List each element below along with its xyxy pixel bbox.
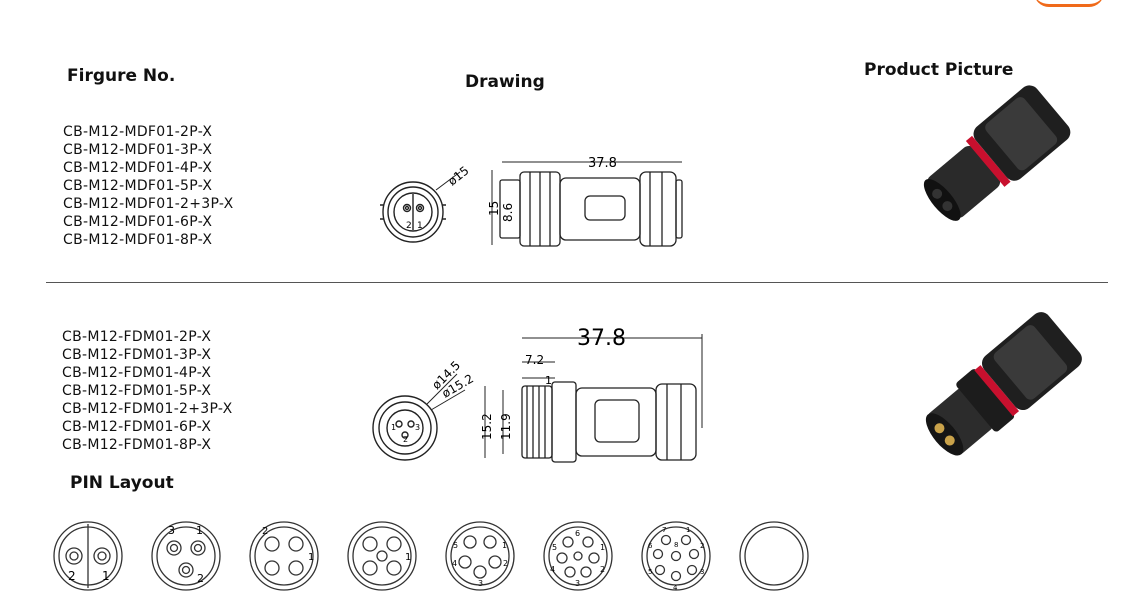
pin-label: 5 — [453, 541, 458, 550]
pin-label: 1 — [196, 524, 203, 537]
part-number: CB-M12-FDM01-2+3P-X — [62, 401, 233, 417]
side-view-mdf — [491, 161, 683, 247]
pin-label: 3 — [168, 524, 175, 537]
brand-accent-mark — [1034, 0, 1104, 7]
pin-label: 1 — [405, 552, 411, 563]
pin-label: 6 — [648, 542, 653, 550]
pin-label: 2 — [197, 572, 204, 585]
pin-label: 6 — [575, 529, 580, 538]
part-number: CB-M12-FDM01-6P-X — [62, 419, 212, 435]
pin-label: 2 — [403, 435, 408, 444]
part-number: CB-M12-MDF01-2P-X — [63, 124, 213, 140]
pin-label: 3 — [415, 423, 420, 432]
part-number: CB-M12-FDM01-8P-X — [62, 437, 212, 453]
pin-label: 3 — [478, 579, 483, 588]
pin-label: 4 — [673, 584, 678, 592]
pin-label: 3 — [575, 579, 580, 588]
pin-layout-blank — [739, 521, 809, 591]
header-figure-no: Firgure No. — [67, 66, 176, 86]
dim-height-outer: 15.2 — [480, 413, 494, 440]
part-number: CB-M12-FDM01-5P-X — [62, 383, 212, 399]
pin-label: 5 — [648, 568, 652, 576]
header-product-picture: Product Picture — [864, 60, 1014, 80]
dim-step: 1 — [545, 374, 552, 387]
drawing-fdm: 1 2 3 ø14.5 ø15.2 37.8 7.2 1 15.2 11.9 — [372, 326, 703, 463]
part-number: CB-M12-MDF01-2+3P-X — [63, 196, 234, 212]
dim-front-dia: ø15 — [445, 163, 471, 188]
product-image-mdf — [923, 85, 1071, 221]
dim-thread-length: 7.2 — [525, 353, 544, 367]
pin-layout-8p — [641, 521, 711, 591]
pin-label: 1 — [600, 543, 605, 552]
part-number: CB-M12-MDF01-3P-X — [63, 142, 213, 158]
pin-label: 8 — [674, 541, 678, 549]
header-drawing: Drawing — [465, 72, 545, 92]
pin-label: 3 — [700, 568, 704, 576]
pin-label: 5 — [552, 543, 557, 552]
part-number: CB-M12-MDF01-6P-X — [63, 214, 213, 230]
pin-label: 1 — [502, 541, 507, 550]
pin-label: 2 — [503, 559, 508, 568]
dim-height-inner: 11.9 — [499, 413, 513, 440]
pin-label: 2 — [262, 526, 268, 537]
part-number: CB-M12-MDF01-4P-X — [63, 160, 213, 176]
pin-layout-4p — [249, 521, 319, 591]
part-list-mdf: CB-M12-MDF01-2P-X CB-M12-MDF01-3P-X CB-M… — [63, 123, 233, 249]
pin-label: 4 — [452, 559, 457, 568]
pin-label: 2 — [600, 565, 605, 574]
dim-height-inner: 8.6 — [501, 203, 515, 222]
dim-length: 37.8 — [588, 156, 617, 171]
front-view-mdf — [380, 171, 461, 243]
pin-label: 2 — [68, 569, 76, 583]
side-view-fdm — [484, 334, 703, 463]
pin-label: 2 — [406, 221, 412, 231]
part-list-fdm: CB-M12-FDM01-2P-X CB-M12-FDM01-3P-X CB-M… — [62, 328, 232, 454]
pin-layout-2-3p — [445, 521, 515, 591]
pin-label: 1 — [102, 569, 110, 583]
pin-layout-2p — [53, 521, 123, 591]
pin-label: 1 — [308, 552, 314, 563]
drawing-mdf: 2 1 ø15 37.8 15 8.6 — [380, 156, 683, 247]
pin-label: 4 — [550, 565, 555, 574]
pin-label: 1 — [686, 526, 690, 534]
pin-label: 1 — [391, 423, 396, 432]
header-pin-layout: PIN Layout — [70, 473, 174, 493]
part-number: CB-M12-MDF01-8P-X — [63, 232, 213, 248]
pin-label: 1 — [417, 221, 423, 231]
pin-layout-5p — [347, 521, 417, 591]
pin-label: 7 — [662, 526, 666, 534]
section-divider — [46, 282, 1108, 283]
dim-length: 37.8 — [577, 326, 626, 351]
part-number: CB-M12-FDM01-2P-X — [62, 329, 212, 345]
dim-height-outer: 15 — [487, 201, 501, 216]
part-number: CB-M12-FDM01-3P-X — [62, 347, 212, 363]
pin-label: 2 — [700, 542, 704, 550]
pin-layout-6p — [543, 521, 613, 591]
front-view-fdm — [372, 373, 466, 461]
pin-layout-row: 2 1 3 1 2 2 1 1 5 4 3 2 1 5 6 1 4 3 2 7 … — [53, 521, 809, 592]
product-image-fdm — [925, 312, 1082, 456]
pin-layout-3p — [151, 521, 221, 591]
part-number: CB-M12-FDM01-4P-X — [62, 365, 212, 381]
part-number: CB-M12-MDF01-5P-X — [63, 178, 213, 194]
